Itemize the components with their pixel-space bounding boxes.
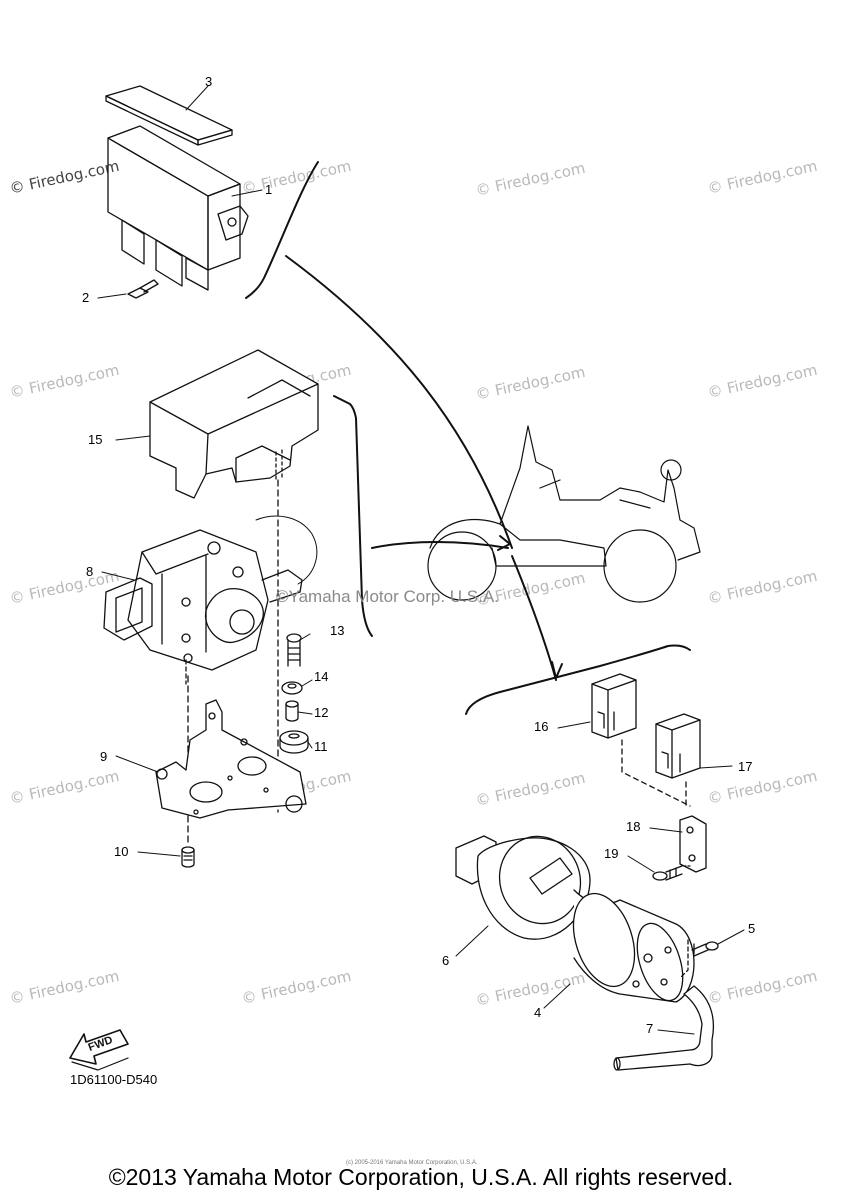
callout-12: 12	[314, 705, 329, 720]
callout-16: 16	[534, 719, 549, 734]
part-15-cover	[149, 349, 319, 499]
fwd-arrow-icon	[69, 1029, 129, 1071]
center-watermark: ©Yamaha Motor Corp. U.S.A.	[276, 587, 499, 606]
diagram-reference-code: 1D61100-D540	[70, 1072, 158, 1087]
part-18-bracket	[679, 815, 707, 873]
arrow-head	[497, 535, 511, 551]
part-5-screw	[679, 939, 719, 979]
view-bracket-2	[333, 395, 373, 637]
assembly-line	[621, 739, 691, 807]
part-12-collar	[285, 700, 299, 722]
callout-8: 8	[86, 564, 94, 579]
callout-18: 18	[626, 819, 641, 834]
callout-11: 11	[314, 739, 328, 754]
callout-10: 10	[114, 844, 129, 859]
callout-5: 5	[748, 921, 756, 936]
part-3-pad	[105, 85, 233, 146]
callout-1: 1	[265, 182, 273, 197]
part-14-washer	[281, 681, 303, 695]
view-bracket-1	[245, 161, 319, 299]
motorcycle-silhouette	[427, 425, 701, 603]
leader-line-relay	[511, 555, 557, 681]
part-4-fuel-pump	[572, 889, 695, 1003]
part-8-hydraulic-unit	[103, 515, 318, 685]
part-10-screw	[181, 846, 195, 868]
callout-4: 4	[534, 1005, 542, 1020]
callout-9: 9	[100, 749, 108, 764]
callout-14: 14	[314, 669, 329, 684]
part-11-grommet	[279, 730, 309, 754]
callout-leaders	[97, 85, 745, 1035]
callout-19: 19	[604, 846, 619, 861]
part-9-bracket	[155, 699, 307, 819]
callout-3: 3	[205, 74, 213, 89]
view-bracket-3	[465, 644, 691, 715]
leader-line-hydraulic	[371, 541, 509, 549]
leader-line-ecu	[285, 255, 513, 549]
callout-13: 13	[330, 623, 345, 638]
callout-2: 2	[82, 290, 90, 305]
part-17-relay	[655, 713, 701, 779]
callout-17: 17	[738, 759, 753, 774]
callout-15: 15	[88, 432, 103, 447]
part-7-hose	[613, 985, 715, 1071]
tiny-copyright: (c) 2005-2016 Yamaha Motor Corporation, …	[346, 1160, 478, 1166]
part-6-fuel-pump-damper	[455, 835, 591, 940]
part-16-relay	[591, 673, 637, 739]
part-13-bolt	[286, 633, 302, 667]
callout-7: 7	[646, 1021, 654, 1036]
callout-6: 6	[442, 953, 450, 968]
part-2-screw	[127, 279, 159, 299]
part-19-screw	[652, 865, 691, 881]
part-1-control-unit	[107, 125, 249, 291]
copyright-footer: ©2013 Yamaha Motor Corporation, U.S.A. A…	[108, 1164, 734, 1190]
